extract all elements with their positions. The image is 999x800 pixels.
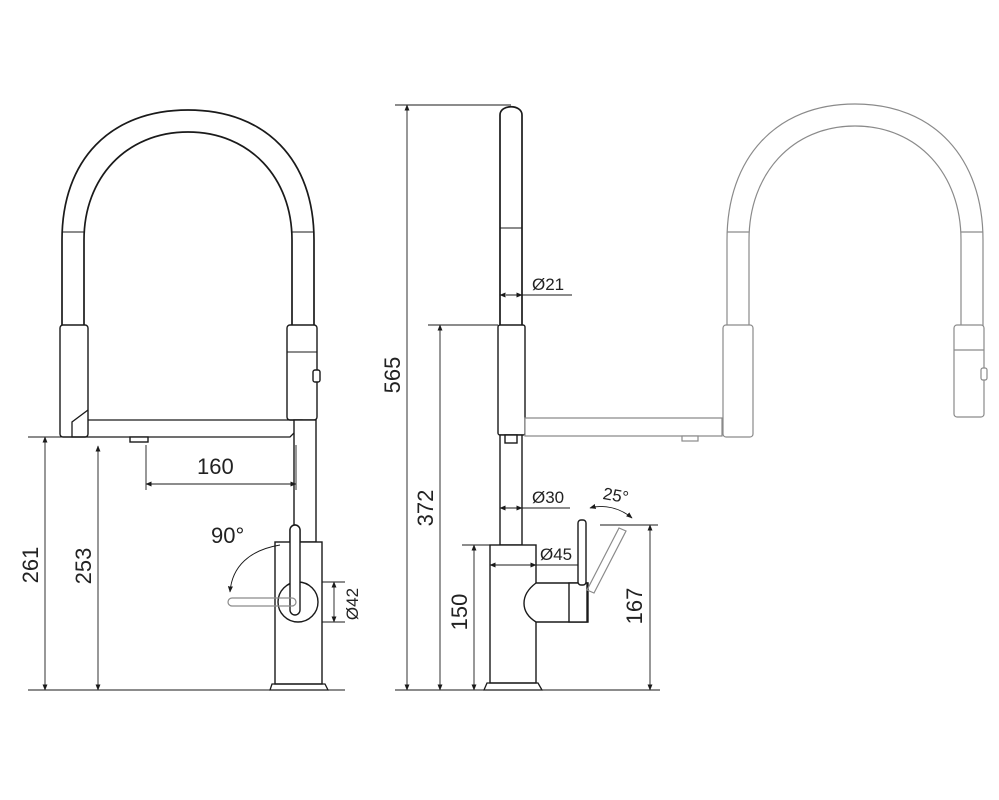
side-hose xyxy=(499,105,523,325)
side-view: 25° 565 372 150 167 Ø21 Ø30 Ø45 xyxy=(380,104,723,691)
ghost-spray-head xyxy=(953,324,985,418)
front-base-plate xyxy=(269,683,330,691)
dim-372-label: 372 xyxy=(413,490,438,527)
side-lower-column xyxy=(499,434,523,546)
side-handle-lever xyxy=(577,519,587,586)
rear-view-ghost xyxy=(681,103,988,442)
side-lever-ghost xyxy=(586,527,627,594)
ghost-hose-inner xyxy=(748,125,962,327)
dim-45-label: Ø45 xyxy=(540,545,572,564)
angle-90-label: 90° xyxy=(211,523,244,548)
side-handle-block xyxy=(568,582,588,623)
front-body-column xyxy=(293,419,317,543)
dim-160-label: 160 xyxy=(197,454,234,479)
front-lever-ghost xyxy=(227,597,297,607)
front-hose-inner xyxy=(83,131,293,327)
side-body-sleeve xyxy=(497,324,526,436)
front-hose-outer xyxy=(61,109,315,327)
side-base-plate xyxy=(483,682,544,691)
dim-261-label: 261 xyxy=(18,547,43,584)
ghost-aerator xyxy=(681,435,699,442)
dim-21-label: Ø21 xyxy=(532,275,564,294)
ghost-hose-outer xyxy=(726,103,984,327)
ghost-holder xyxy=(722,324,754,438)
dim-42-label: Ø42 xyxy=(343,588,362,620)
front-aerator xyxy=(129,436,149,443)
dim-30-label: Ø30 xyxy=(532,488,564,507)
dim-565-label: 565 xyxy=(380,357,405,394)
front-spray-button xyxy=(312,369,321,383)
front-spout-arm xyxy=(71,409,303,438)
dim-253-label: 253 xyxy=(71,548,96,585)
angle-25-label: 25° xyxy=(601,484,630,507)
side-lever-arc xyxy=(589,504,633,519)
dim-167-label: 167 xyxy=(622,588,647,625)
side-spout-ghost xyxy=(524,417,723,437)
front-lever-upper xyxy=(289,524,301,616)
front-swivel-arc xyxy=(227,544,281,593)
front-view: 160 261 253 Ø42 90° xyxy=(18,109,362,691)
side-aerator xyxy=(504,434,518,444)
ghost-spray-button xyxy=(980,367,988,381)
dim-150-label: 150 xyxy=(447,594,472,631)
